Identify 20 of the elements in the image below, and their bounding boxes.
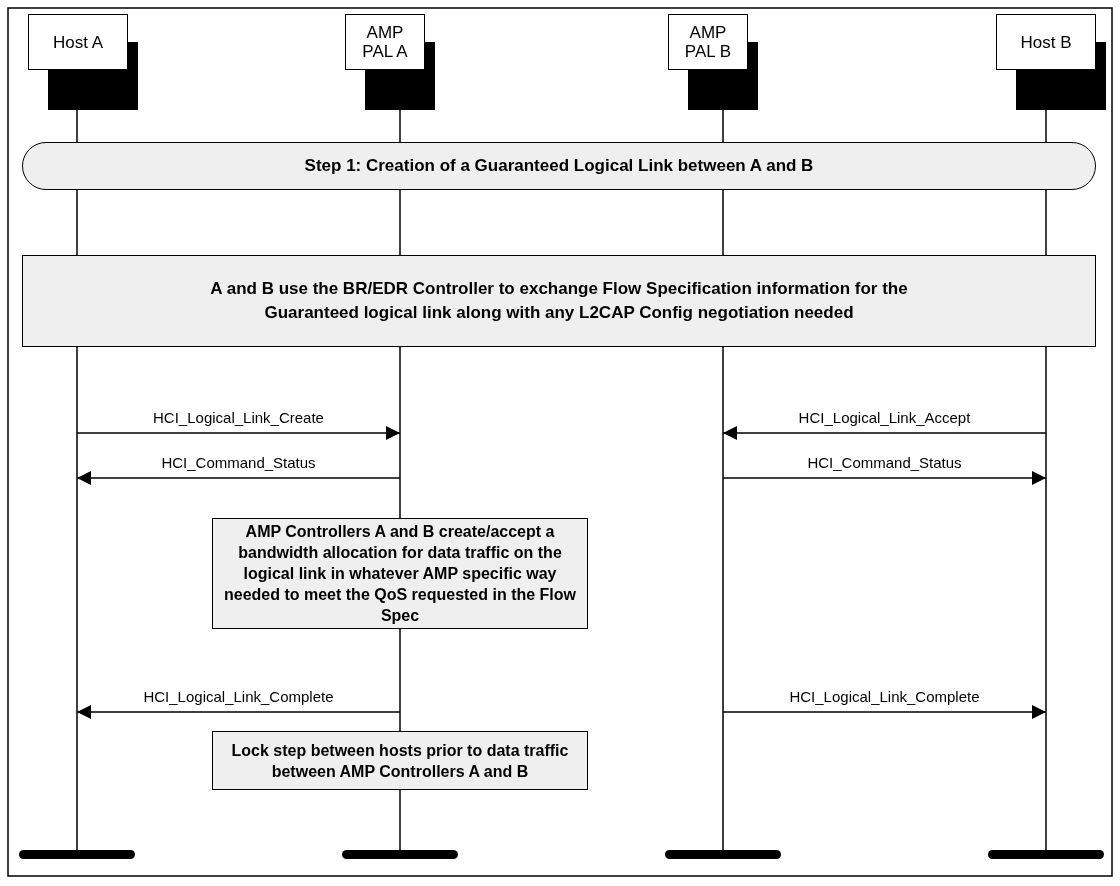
message-arrow xyxy=(76,426,401,440)
message-label: HCI_Command_Status xyxy=(807,454,962,471)
participant-box: AMP PAL A xyxy=(345,14,425,70)
participant-box: AMP PAL B xyxy=(668,14,748,70)
message-label: HCI_Logical_Link_Create xyxy=(153,409,324,426)
note-box: A and B use the BR/EDR Controller to exchange Flow Specification information for the Guaranteed logical link along with any L2CAP Config negotiation needed xyxy=(22,255,1096,347)
participant-box: Host B xyxy=(996,14,1096,70)
message-label: HCI_Logical_Link_Accept xyxy=(798,409,971,426)
message-arrow xyxy=(722,471,1047,485)
note-box: Lock step between hosts prior to data traffic between AMP Controllers A and B xyxy=(212,731,588,790)
message-arrow xyxy=(76,471,401,485)
message-label: HCI_Logical_Link_Complete xyxy=(789,688,980,705)
message-label: HCI_Logical_Link_Complete xyxy=(143,688,334,705)
step-banner: Step 1: Creation of a Guaranteed Logical Link between A and B xyxy=(22,142,1096,190)
participant-box: Host A xyxy=(28,14,128,70)
message-arrow xyxy=(722,426,1047,440)
message-arrow xyxy=(76,705,401,719)
message-arrow xyxy=(722,705,1047,719)
note-box: AMP Controllers A and B create/accept a bandwidth allocation for data traffic on the logical link in whatever AMP specific way needed to meet the QoS requested in the Flow Spec xyxy=(212,518,588,629)
message-label: HCI_Command_Status xyxy=(161,454,316,471)
